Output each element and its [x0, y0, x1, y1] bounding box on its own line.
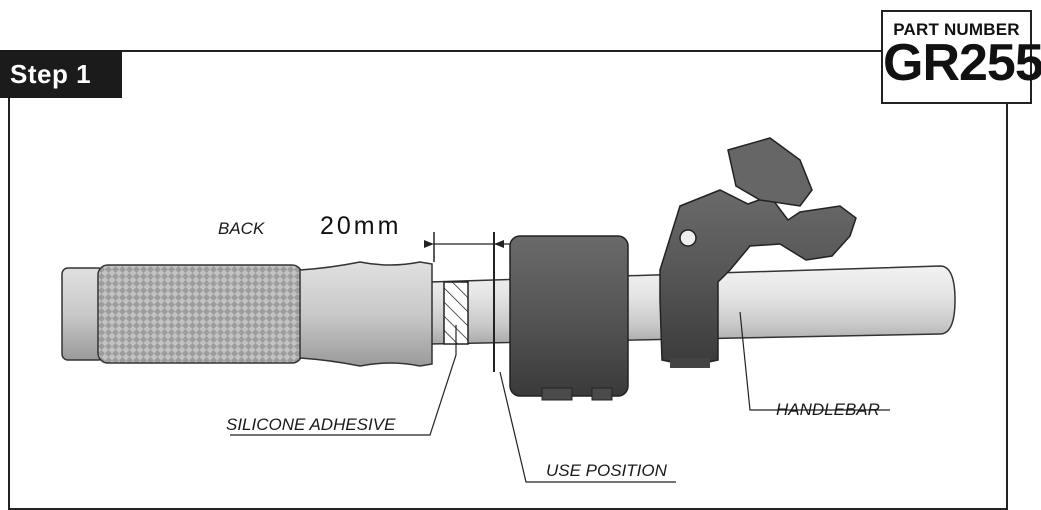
part-number-box: PART NUMBER GR255 [881, 10, 1041, 104]
part-number-label: PART NUMBER [893, 20, 1020, 39]
silicone-adhesive-label: SILICONE ADHESIVE [226, 415, 396, 434]
silicone-leader [230, 325, 457, 436]
use-position-leader [499, 371, 676, 483]
dimension-label: 20mm [320, 212, 401, 240]
part-number-value: GR255 [883, 34, 1041, 92]
back-label: BACK [218, 219, 265, 238]
step-tab: Step 1 [0, 50, 122, 98]
handlebar-leader [739, 311, 890, 411]
grip-collar [299, 261, 433, 367]
handlebar-diagram: BACK 20mm SILICONE ADHESIVE USE POSITION… [61, 137, 956, 483]
throttle-housing [509, 235, 629, 397]
handlebar-label: HANDLEBAR [776, 400, 880, 419]
use-position-label: USE POSITION [546, 461, 668, 480]
grip-knurled-section [97, 264, 303, 364]
